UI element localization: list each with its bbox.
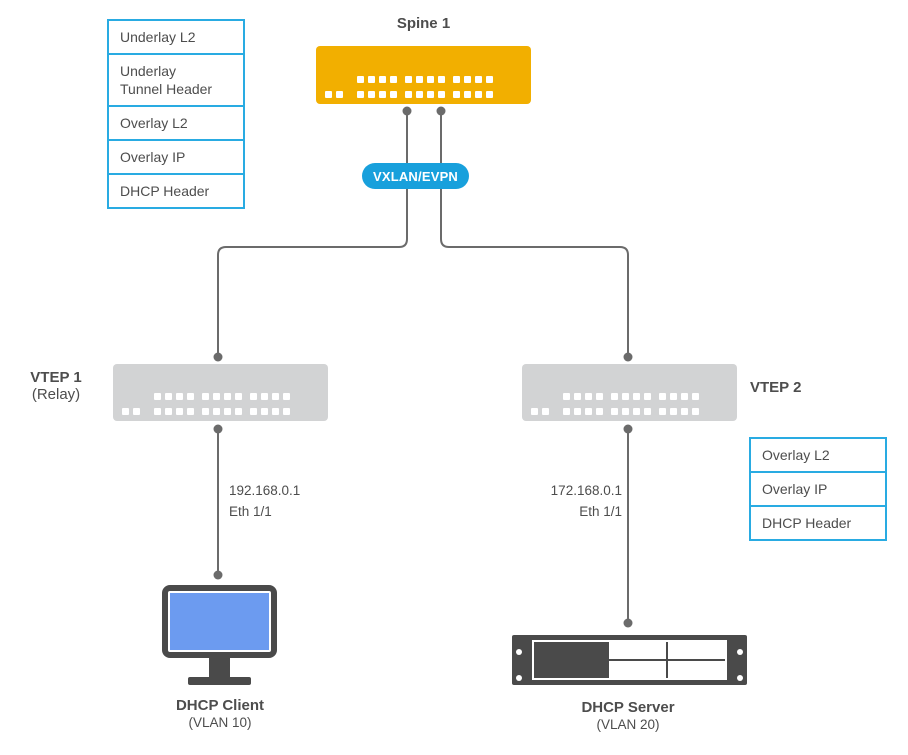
vtep1-link-port: Eth 1/1 [229, 504, 272, 519]
server-drive-bay [668, 661, 725, 678]
vtep2-link-port: Eth 1/1 [579, 504, 622, 519]
spine-label: Spine 1 [396, 15, 451, 32]
server-drive-bay [668, 642, 725, 659]
vtep1-label: VTEP 1 (Relay) [8, 369, 104, 403]
dhcp-client-vlan: (VLAN 10) [188, 715, 252, 730]
link-endpoint-dot [213, 570, 223, 580]
vtep1-link-label: 192.168.0.1 Eth 1/1 [229, 480, 300, 522]
vtep1-role: (Relay) [31, 386, 81, 403]
server-front-panel [532, 640, 727, 680]
dhcp-server-vlan: (VLAN 20) [596, 717, 660, 732]
monitor-stand [209, 658, 230, 677]
monitor-frame [162, 585, 277, 658]
server-mount-hole [737, 675, 743, 681]
encap-layer-box: Underlay L2 [107, 19, 245, 55]
link-endpoint-dot [213, 352, 223, 362]
right-encap-stack: Overlay L2 Overlay IP DHCP Header [749, 437, 887, 541]
link-endpoint-dot [623, 424, 633, 434]
server-drive-bay [609, 642, 666, 659]
dhcp-client-caption: DHCP Client (VLAN 10) [144, 697, 296, 731]
encap-layer-box: Underlay Tunnel Header [107, 53, 245, 107]
server-mount-hole [516, 649, 522, 655]
encap-layer-box: Overlay L2 [749, 437, 887, 473]
server-drive-bays [609, 642, 725, 678]
vtep2-link-label: 172.168.0.1 Eth 1/1 [551, 480, 622, 522]
encap-layer-box: DHCP Header [107, 173, 245, 209]
vtep2-switch-icon [522, 364, 737, 421]
vtep1-name: VTEP 1 [30, 369, 82, 386]
encap-layer-box: Overlay IP [107, 139, 245, 175]
vtep1-link-ip: 192.168.0.1 [229, 483, 301, 498]
monitor-screen [168, 591, 271, 652]
vtep2-name: VTEP 2 [750, 379, 802, 396]
switch-ports [531, 393, 699, 415]
link-endpoint-dot [402, 106, 412, 116]
vxlan-evpn-badge: VXLAN/EVPN [362, 163, 469, 189]
vtep1-switch-icon [113, 364, 328, 421]
link-endpoint-dot [436, 106, 446, 116]
server-mount-hole [737, 649, 743, 655]
vtep2-link-ip: 172.168.0.1 [550, 483, 622, 498]
switch-ports [325, 76, 493, 98]
link-endpoint-dot [623, 352, 633, 362]
monitor-icon [162, 585, 277, 685]
link-endpoint-dot [623, 618, 633, 628]
server-icon [512, 635, 747, 685]
link-spine-vtep2 [440, 110, 629, 358]
dhcp-client-name: DHCP Client [175, 697, 265, 714]
server-mount-hole [516, 675, 522, 681]
switch-ports [122, 393, 290, 415]
encap-layer-box: DHCP Header [749, 505, 887, 541]
dhcp-server-name: DHCP Server [581, 699, 675, 716]
spine-switch-icon [316, 46, 531, 104]
monitor-base [188, 677, 251, 685]
server-drive-bay [609, 661, 666, 678]
encap-layer-box: Overlay L2 [107, 105, 245, 141]
dhcp-server-caption: DHCP Server (VLAN 20) [528, 699, 728, 733]
encap-layer-box: Overlay IP [749, 471, 887, 507]
link-spine-vtep1 [217, 110, 408, 358]
left-encap-stack: Underlay L2 Underlay Tunnel Header Overl… [107, 19, 245, 209]
link-endpoint-dot [213, 424, 223, 434]
